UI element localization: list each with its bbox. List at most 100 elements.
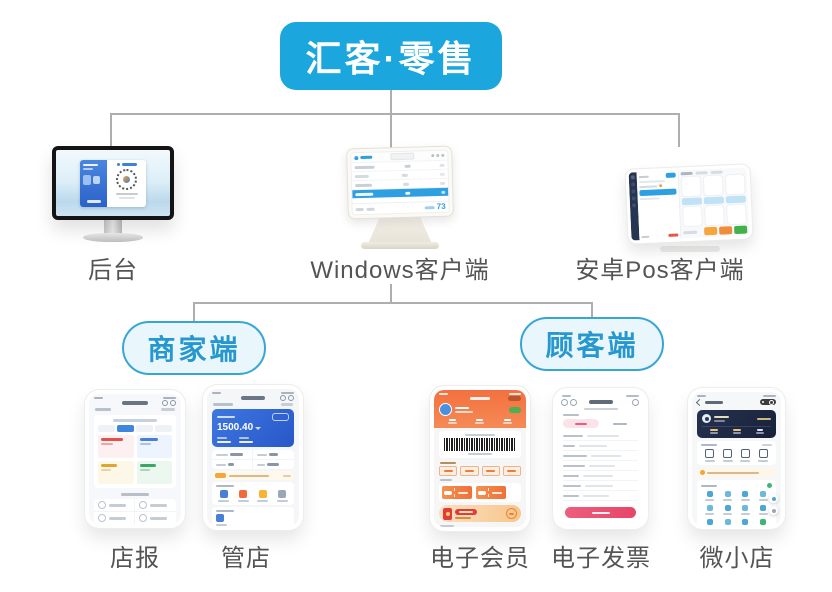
stat-cell-green [136, 461, 172, 484]
target-icon [170, 400, 176, 406]
backend-monitor-base [83, 233, 143, 242]
coin-icon [506, 508, 517, 519]
notice-banner [212, 471, 294, 480]
member-level-badge [509, 406, 521, 413]
back-chevron-icon [695, 398, 704, 406]
connector-windows-down [390, 284, 392, 304]
services-card [697, 480, 778, 525]
search-input [389, 152, 414, 161]
android-pos-screen [628, 167, 750, 241]
service-icon-green [760, 519, 767, 525]
member-stats [439, 419, 521, 424]
invoice-label: 电子发票 [551, 545, 651, 572]
coupon-ticket [442, 486, 472, 499]
member-card-dark [697, 410, 776, 438]
stat-cell-blue [136, 435, 172, 458]
leaf-icon [767, 483, 772, 488]
guandian-label: 管店 [221, 545, 271, 572]
guandian-screen: 1500.40 [207, 389, 299, 526]
connector-tier1-right-drop [678, 113, 680, 147]
dianbao-title-placeholder [122, 401, 148, 405]
merchant-group-pill: 商家端 [122, 321, 266, 375]
invoice-tab-active [563, 419, 599, 428]
menu-icon-orange [239, 490, 248, 498]
barcode-card [439, 431, 521, 458]
action-icon [705, 449, 715, 458]
login-qr-panel [107, 160, 146, 207]
phone-microstore [688, 388, 785, 529]
red-packet-icon [443, 507, 452, 520]
home-icon [570, 398, 577, 406]
backend-login-screen [56, 150, 170, 216]
menu-icon-blue [216, 514, 224, 522]
login-banner-panel [80, 159, 107, 207]
microstore-screen [692, 392, 781, 525]
pos-button-orange [704, 226, 718, 236]
qr-code-icon [116, 168, 137, 190]
top-icon [769, 506, 778, 515]
product-cell [680, 175, 702, 198]
backend-monitor [52, 146, 174, 220]
settings-icon [288, 395, 294, 401]
wechat-capsule [508, 396, 521, 401]
pos-total-value: 73 [436, 201, 446, 212]
coupon-card [439, 483, 521, 502]
order-action-chip [665, 172, 676, 178]
invoice-tabs [563, 419, 638, 428]
member-title-placeholder [470, 397, 490, 400]
dianbao-menu-grid [94, 499, 176, 524]
menu-icon-gray [278, 490, 287, 498]
merchant-group-label: 商家端 [147, 334, 241, 365]
product-title-label: 汇客·零售 [305, 38, 477, 79]
guandian-kpi-card [212, 450, 294, 469]
menu-icon-yellow [258, 490, 267, 498]
connector-tier2-right-drop [591, 302, 593, 318]
customer-service-icon [769, 494, 778, 503]
product-title: 汇客·零售 [280, 22, 502, 90]
revenue-card: 1500.40 [212, 409, 294, 447]
revenue-amount: 1500.40 [217, 422, 254, 433]
logo-icon [116, 162, 120, 166]
window-button-icon [431, 154, 435, 158]
connector-tier2-left-drop [193, 302, 195, 322]
connector-title-down [390, 90, 392, 115]
notice-row [697, 468, 776, 477]
caret-down-icon [255, 426, 262, 430]
pos-button-green [734, 225, 748, 235]
windows-pos-monitor: 73 [346, 145, 454, 220]
backend-monitor-neck [104, 220, 122, 234]
login-card [80, 159, 146, 207]
microstore-title-placeholder [705, 400, 723, 404]
member-avatar [439, 403, 452, 416]
coupon-ticket [476, 486, 506, 499]
menu-icon-blue [219, 490, 228, 498]
back-icon [561, 398, 568, 406]
connector-tier1-left-drop [110, 113, 112, 146]
promo-banner [439, 505, 521, 522]
phone-member [430, 386, 530, 531]
order-panel [636, 170, 682, 241]
customer-group-label: 顾客端 [545, 330, 639, 361]
more-icon [162, 400, 168, 406]
product-grid-panel [679, 167, 750, 238]
points-chips [439, 466, 521, 476]
app-logo-icon [354, 155, 359, 160]
windows-pos-screen: 73 [350, 149, 450, 216]
stat-cell-red [98, 435, 134, 458]
services-grid [701, 491, 772, 525]
menu-icon [98, 501, 106, 509]
windows-client-label: Windows客户端 [310, 257, 490, 284]
phone-dianbao [85, 390, 185, 528]
android-pos-label: 安卓Pos客户端 [575, 257, 745, 284]
guandian-menu-card [212, 482, 294, 505]
order-total [668, 233, 679, 237]
dianbao-tabs [98, 425, 172, 432]
member-screen [434, 390, 526, 527]
microstore-label: 微小店 [699, 545, 775, 572]
quick-actions-card [697, 441, 776, 465]
phone-guandian: 1500.40 [203, 385, 303, 530]
backend-label: 后台 [88, 257, 138, 284]
android-pos-tablet [624, 163, 754, 245]
connector-tier2-horizontal [193, 302, 593, 304]
